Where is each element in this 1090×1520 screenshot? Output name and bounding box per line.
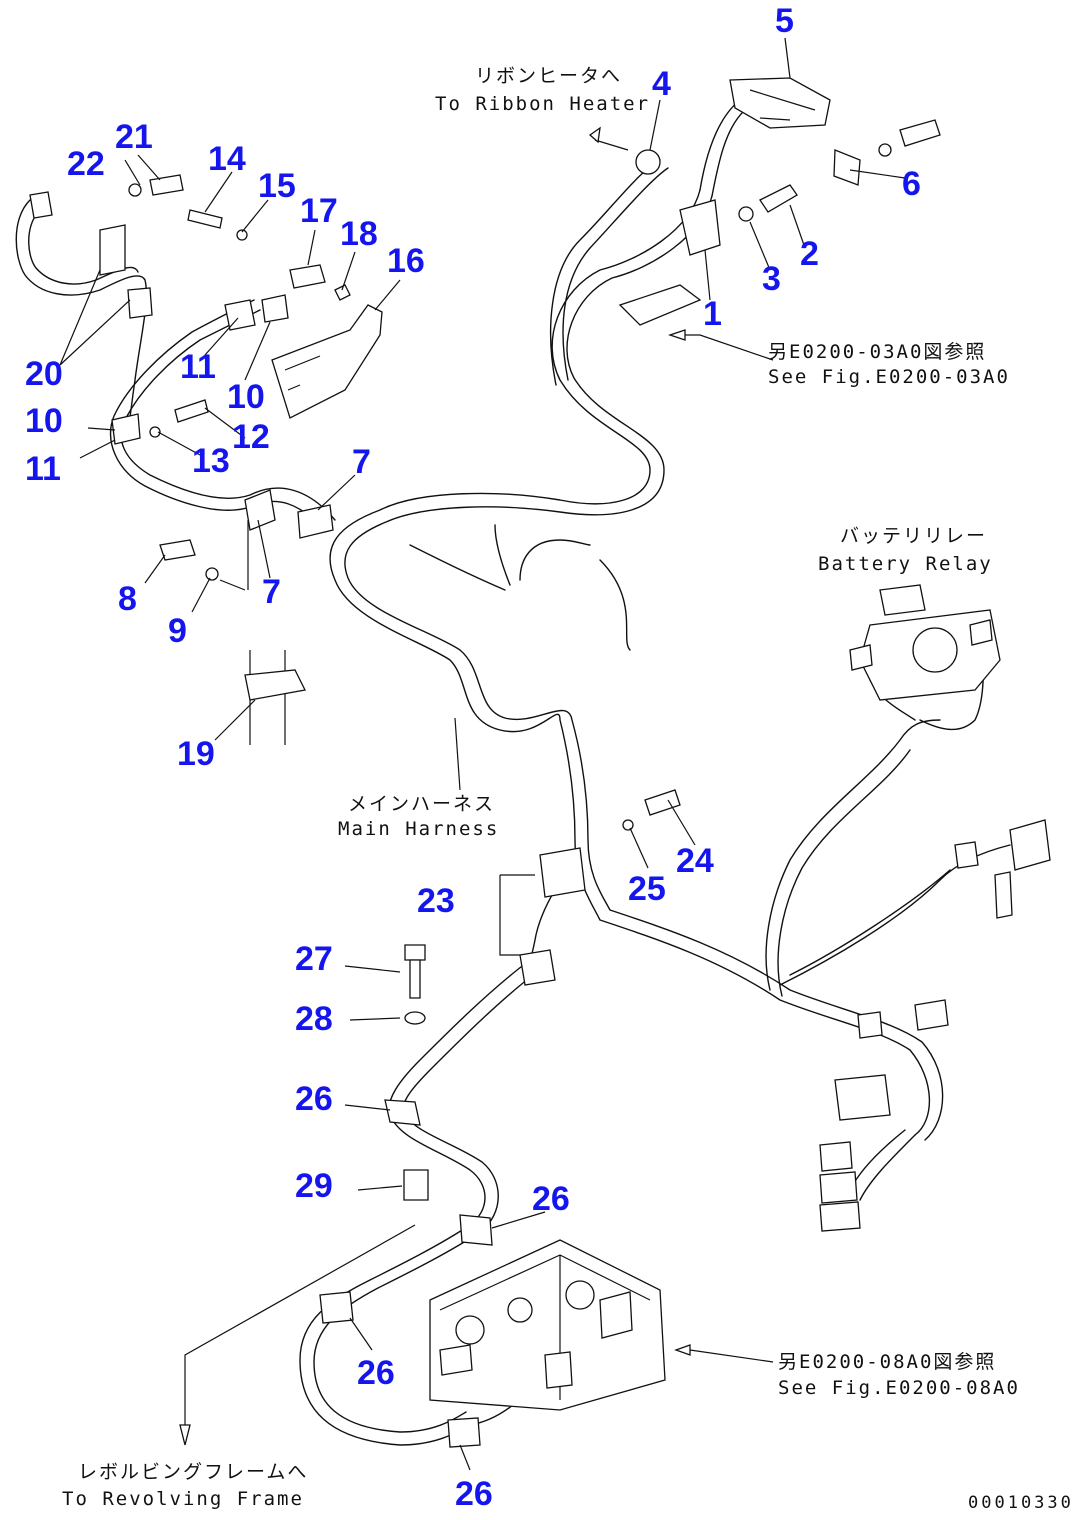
part-number-26-a: 26	[295, 1080, 333, 1118]
ribbon-heater-label-en: To Ribbon Heater	[435, 93, 650, 115]
part-number-18: 18	[340, 215, 378, 253]
part-number-14: 14	[208, 140, 246, 178]
part-number-19: 19	[177, 735, 215, 773]
part-number-7-lower: 7	[262, 573, 281, 611]
part-number-22: 22	[67, 145, 105, 183]
part-number-11-upper: 11	[180, 348, 216, 386]
part-number-25: 25	[628, 870, 666, 908]
drawing-code: 00010330	[968, 1493, 1074, 1513]
battery-relay-label-en: Battery Relay	[818, 553, 993, 575]
part-number-26-b: 26	[532, 1180, 570, 1218]
main-harness-label-en: Main Harness	[338, 818, 499, 840]
part-number-6: 6	[902, 165, 921, 203]
fig-ref-08a0-en: See Fig.E0200-08A0	[778, 1377, 1020, 1399]
main-harness-label-jp: メインハーネス	[348, 793, 495, 815]
fig-ref-03a0-en: See Fig.E0200-03A0	[768, 366, 1010, 388]
part-number-3: 3	[762, 260, 781, 298]
revolving-frame-label-jp: レボルビングフレームへ	[78, 1461, 308, 1483]
part-number-28: 28	[295, 1000, 333, 1038]
part-number-29: 29	[295, 1167, 333, 1205]
part-number-1: 1	[703, 295, 722, 333]
part-number-4: 4	[652, 65, 671, 103]
part-number-23: 23	[417, 882, 455, 920]
part-numbers: 5 4 6 2 3 1 21 22 14 15 17 18 16 20 11 1…	[25, 2, 921, 1513]
part-number-27: 27	[295, 940, 333, 978]
revolving-frame-label-en: To Revolving Frame	[62, 1488, 304, 1510]
part-number-10-lower: 10	[25, 402, 63, 440]
part-number-16: 16	[387, 242, 425, 280]
part-number-20: 20	[25, 355, 63, 393]
ribbon-heater-label-jp: リボンヒータへ	[475, 65, 622, 87]
components	[29, 77, 1051, 1448]
battery-relay-label-jp: バッテリリレー	[840, 525, 987, 547]
part-number-5: 5	[775, 2, 794, 40]
part-number-10-upper: 10	[227, 378, 265, 416]
part-number-26-d: 26	[455, 1475, 493, 1513]
part-number-11-lower: 11	[25, 450, 61, 488]
part-number-8: 8	[118, 580, 137, 618]
part-number-26-c: 26	[357, 1354, 395, 1392]
part-number-7-upper: 7	[352, 443, 371, 481]
part-number-17: 17	[300, 192, 338, 230]
part-number-15: 15	[258, 167, 296, 205]
fig-ref-03a0-jp: 另E0200-03A0図参照	[768, 341, 986, 363]
part-number-9: 9	[168, 612, 187, 650]
part-number-24: 24	[676, 842, 714, 880]
part-number-21: 21	[115, 118, 153, 156]
fig-ref-08a0-jp: 另E0200-08A0図参照	[778, 1351, 996, 1373]
part-number-2: 2	[800, 235, 819, 273]
leader-lines	[59, 37, 906, 1471]
part-number-12: 12	[232, 418, 270, 456]
annotations: リボンヒータへ To Ribbon Heater 另E0200-03A0図参照 …	[62, 65, 1074, 1513]
part-number-13: 13	[192, 442, 230, 480]
